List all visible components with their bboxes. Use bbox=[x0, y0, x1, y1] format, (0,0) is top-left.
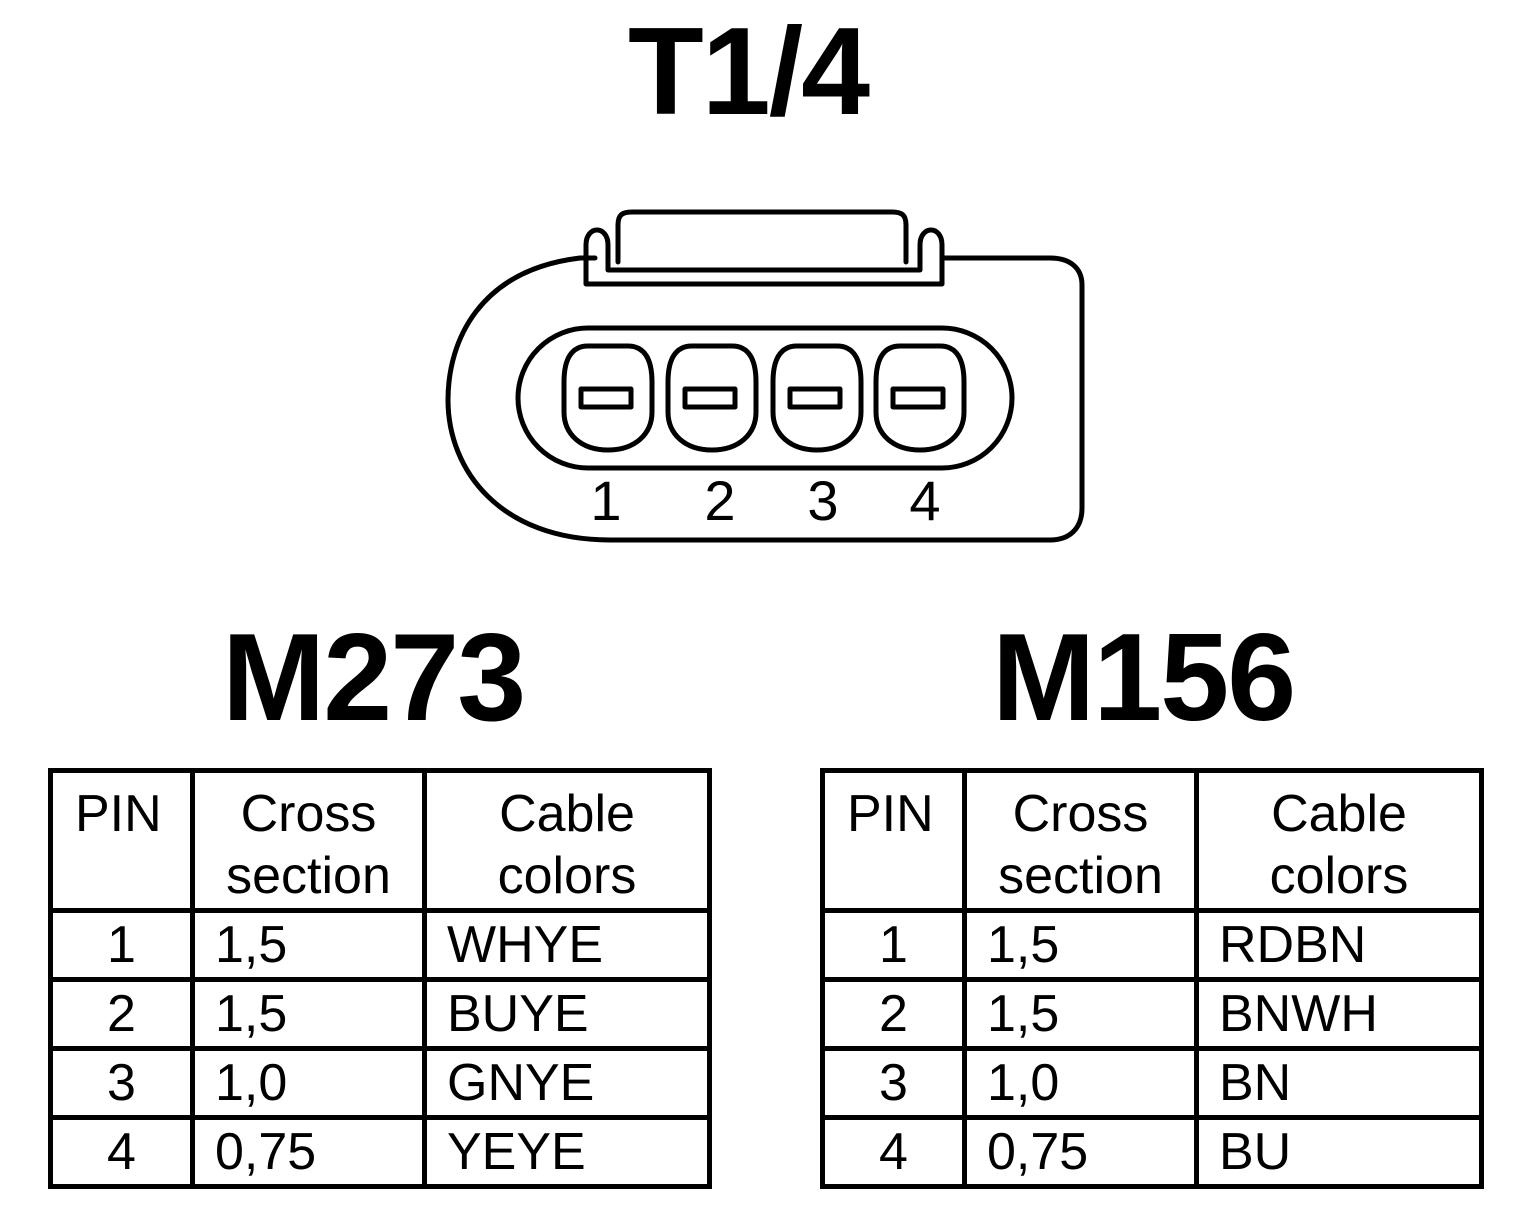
header-cross-section: Cross section bbox=[962, 768, 1199, 913]
table-row: 3 1,0 GNYE bbox=[48, 1045, 712, 1120]
cell-cable-color: BU bbox=[1194, 1114, 1484, 1189]
cell-cable-color: RDBN bbox=[1194, 907, 1484, 982]
pin-terminal-2 bbox=[665, 343, 759, 453]
header-cable-colors: Cable colors bbox=[422, 768, 712, 913]
header-cross-line2: section bbox=[226, 847, 391, 906]
pin-table-m273: PIN Cross section Cable colors 1 1,5 WHY… bbox=[48, 768, 712, 1189]
table-row: 2 1,5 BNWH bbox=[820, 976, 1484, 1051]
cell-cross-section: 1,5 bbox=[962, 976, 1199, 1051]
connector-title: T1/4 bbox=[628, 3, 870, 141]
header-color-line1: Cable bbox=[499, 785, 635, 843]
connector-housing bbox=[445, 255, 1085, 543]
pin-blade-1 bbox=[578, 386, 634, 410]
cell-cross-section: 1,0 bbox=[962, 1045, 1199, 1120]
header-cross-line1: Cross bbox=[1012, 785, 1149, 843]
model-title-m156: M156 bbox=[992, 609, 1296, 747]
cell-pin: 2 bbox=[820, 976, 967, 1051]
cell-cable-color: YEYE bbox=[422, 1114, 712, 1189]
header-color-line2: colors bbox=[497, 847, 637, 906]
table-header-row: PIN Cross section Cable colors bbox=[820, 768, 1484, 913]
header-cross-line1: Cross bbox=[240, 785, 377, 843]
header-cable-colors: Cable colors bbox=[1194, 768, 1484, 913]
table-row: 3 1,0 BN bbox=[820, 1045, 1484, 1120]
pin-label-4: 4 bbox=[909, 469, 940, 532]
cell-pin: 4 bbox=[48, 1114, 195, 1189]
pin-blade-4 bbox=[890, 386, 946, 410]
pin-label-2: 2 bbox=[704, 469, 735, 532]
pin-cavity bbox=[515, 325, 1015, 471]
pin-terminal-1 bbox=[561, 343, 655, 453]
cell-cross-section: 1,0 bbox=[190, 1045, 427, 1120]
table-row: 4 0,75 YEYE bbox=[48, 1114, 712, 1189]
latch-frame bbox=[583, 227, 945, 287]
header-color-line1: Cable bbox=[1271, 785, 1407, 843]
latch-tab bbox=[615, 209, 909, 265]
cell-pin: 3 bbox=[48, 1045, 195, 1120]
cell-pin: 1 bbox=[820, 907, 967, 982]
table-row: 2 1,5 BUYE bbox=[48, 976, 712, 1051]
pin-label-1: 1 bbox=[590, 469, 621, 532]
cell-cable-color: GNYE bbox=[422, 1045, 712, 1120]
pin-terminal-4 bbox=[873, 343, 967, 453]
cell-cable-color: WHYE bbox=[422, 907, 712, 982]
table-row: 1 1,5 WHYE bbox=[48, 907, 712, 982]
cell-cross-section: 1,5 bbox=[190, 907, 427, 982]
header-cross-line2: section bbox=[998, 847, 1163, 906]
cell-pin: 4 bbox=[820, 1114, 967, 1189]
pin-blade-2 bbox=[682, 386, 738, 410]
cell-cross-section: 0,75 bbox=[190, 1114, 427, 1189]
cell-cross-section: 1,5 bbox=[962, 907, 1199, 982]
pin-blade-3 bbox=[787, 386, 843, 410]
cell-pin: 3 bbox=[820, 1045, 967, 1120]
connector-diagram: 1 2 3 4 bbox=[445, 209, 1085, 543]
model-title-m273: M273 bbox=[222, 609, 526, 747]
header-color-line2: colors bbox=[1269, 847, 1409, 906]
cell-pin: 1 bbox=[48, 907, 195, 982]
cell-cross-section: 1,5 bbox=[190, 976, 427, 1051]
table-row: 1 1,5 RDBN bbox=[820, 907, 1484, 982]
cell-cable-color: BUYE bbox=[422, 976, 712, 1051]
cell-cross-section: 0,75 bbox=[962, 1114, 1199, 1189]
header-pin: PIN bbox=[48, 768, 195, 913]
table-row: 4 0,75 BU bbox=[820, 1114, 1484, 1189]
pin-table-m156: PIN Cross section Cable colors 1 1,5 RDB… bbox=[820, 768, 1484, 1189]
cell-cable-color: BN bbox=[1194, 1045, 1484, 1120]
header-pin: PIN bbox=[820, 768, 967, 913]
cell-pin: 2 bbox=[48, 976, 195, 1051]
header-cross-section: Cross section bbox=[190, 768, 427, 913]
pin-terminal-3 bbox=[770, 343, 864, 453]
table-header-row: PIN Cross section Cable colors bbox=[48, 768, 712, 913]
pin-label-3: 3 bbox=[807, 469, 838, 532]
cell-cable-color: BNWH bbox=[1194, 976, 1484, 1051]
